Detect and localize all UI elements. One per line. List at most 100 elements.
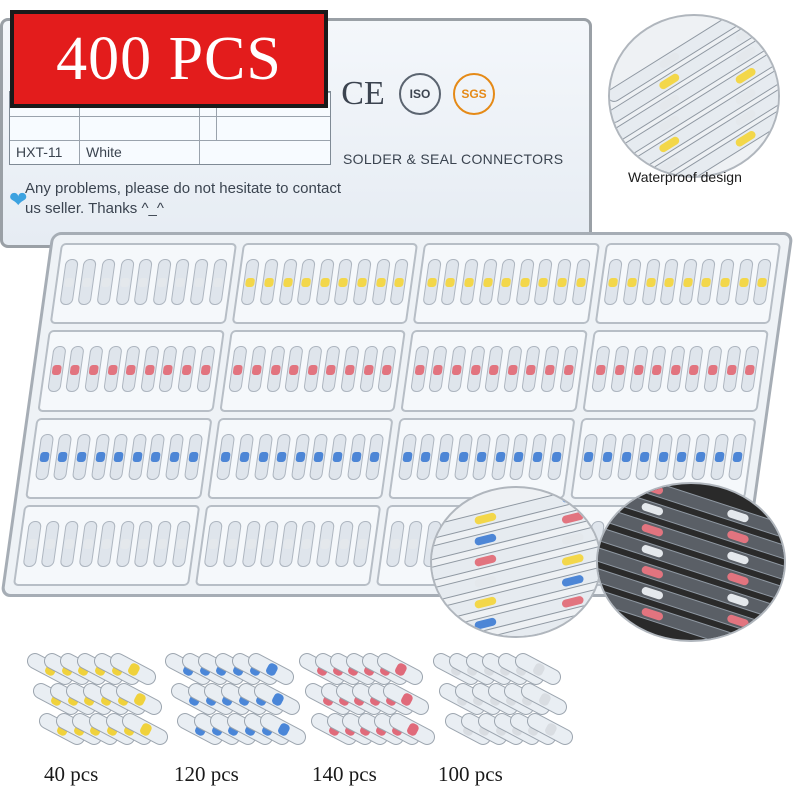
connector-tube	[115, 259, 135, 305]
connector-tube	[465, 346, 486, 393]
connector-tube	[253, 433, 273, 480]
connector-tube	[222, 520, 242, 567]
connector-tube	[134, 520, 154, 567]
connector-tube	[610, 346, 630, 393]
connector-tube	[315, 520, 336, 567]
connector-tube	[579, 433, 599, 480]
connector-tube	[278, 520, 298, 567]
connector-tube	[728, 433, 748, 480]
connector-tube	[552, 259, 572, 305]
connector-tube	[171, 520, 191, 567]
connector-tube	[102, 346, 123, 393]
connector-tube	[315, 259, 335, 305]
connector-tube	[453, 433, 473, 480]
connector-tube	[472, 433, 492, 480]
connector-tube	[334, 520, 354, 567]
connector-tube	[672, 433, 692, 480]
heart-icon: ❤	[9, 187, 28, 212]
tray-compartment	[25, 417, 213, 499]
connector-tube	[659, 259, 679, 305]
connector-tube	[696, 259, 717, 305]
connector-tube	[515, 259, 535, 305]
tray-compartment	[400, 330, 588, 412]
tray-compartment	[231, 243, 419, 325]
tray-compartment	[218, 330, 406, 412]
connector-tube	[389, 259, 410, 305]
kit-group-red	[296, 638, 439, 754]
connector-tube	[690, 433, 711, 480]
connector-tube	[665, 346, 686, 393]
connector-tube	[521, 346, 542, 393]
connector-tube	[59, 259, 79, 305]
connector-tube	[127, 433, 148, 480]
banner-text: 400 PCS	[56, 25, 282, 93]
connector-tube	[422, 259, 442, 305]
kit-label-100: 100 pcs	[438, 762, 503, 786]
connector-tube	[591, 346, 611, 393]
connector-tube	[365, 433, 385, 480]
connector-tube	[647, 346, 667, 393]
connector-tube	[121, 346, 141, 393]
connector-tube	[527, 433, 548, 480]
connector-tube	[684, 346, 704, 393]
connector-tube	[496, 259, 517, 305]
sgs-logo: SGS	[453, 73, 495, 115]
connector-tube	[416, 433, 436, 480]
ce-logo: CE	[341, 75, 385, 112]
connector-tube	[440, 259, 461, 305]
connector-tube	[259, 520, 280, 567]
connector-tube	[195, 346, 216, 393]
connector-tube	[740, 346, 760, 393]
connector-tube	[77, 259, 98, 305]
connector-tube	[208, 259, 228, 305]
connector-tube	[96, 520, 117, 567]
connector-tube	[46, 346, 67, 393]
tray-compartment	[412, 243, 600, 325]
connector-tube	[146, 433, 166, 480]
connector-tube	[234, 433, 255, 480]
connector-tube	[96, 259, 116, 305]
certification-logos: CE ISO SGS	[339, 73, 495, 115]
wire-splice-closeup-circle	[596, 482, 786, 642]
connector-tube	[703, 346, 723, 393]
connector-closeup-circle	[430, 486, 602, 638]
connector-tube	[34, 433, 55, 480]
connector-tube	[41, 520, 61, 567]
connector-tube	[284, 346, 304, 393]
connector-tube	[640, 259, 661, 305]
connector-tube	[115, 520, 135, 567]
connector-tube	[240, 259, 261, 305]
lid-code-cell: HXT-11	[10, 141, 80, 164]
connector-tube	[377, 346, 397, 393]
kit-label-120: 120 pcs	[174, 762, 239, 786]
kit-group-clear	[430, 638, 576, 754]
tray-compartment	[388, 417, 576, 499]
tray-compartment	[594, 243, 782, 325]
connector-tube	[409, 346, 430, 393]
connector-tube	[59, 520, 80, 567]
connector-tube	[22, 520, 42, 567]
connector-tube	[164, 433, 185, 480]
connector-tube	[327, 433, 348, 480]
connector-tube	[346, 433, 366, 480]
connector-tube	[434, 433, 455, 480]
connector-tube	[546, 433, 567, 480]
connector-tube	[241, 520, 261, 567]
connector-tube	[502, 346, 523, 393]
connector-tube	[352, 520, 373, 567]
connector-tube	[622, 259, 642, 305]
connector-tube	[65, 346, 85, 393]
connector-tube	[709, 433, 729, 480]
connector-tube	[189, 259, 209, 305]
connector-tube	[752, 259, 773, 305]
connector-tube	[370, 259, 391, 305]
lid-table-row	[10, 116, 330, 140]
connector-tube	[333, 259, 354, 305]
connector-tube	[616, 433, 636, 480]
connector-tube	[478, 259, 498, 305]
connector-tube	[271, 433, 292, 480]
connector-tube	[509, 433, 529, 480]
kit-group-yellow	[24, 638, 172, 754]
connector-tube	[558, 346, 579, 393]
connector-tube	[358, 346, 379, 393]
